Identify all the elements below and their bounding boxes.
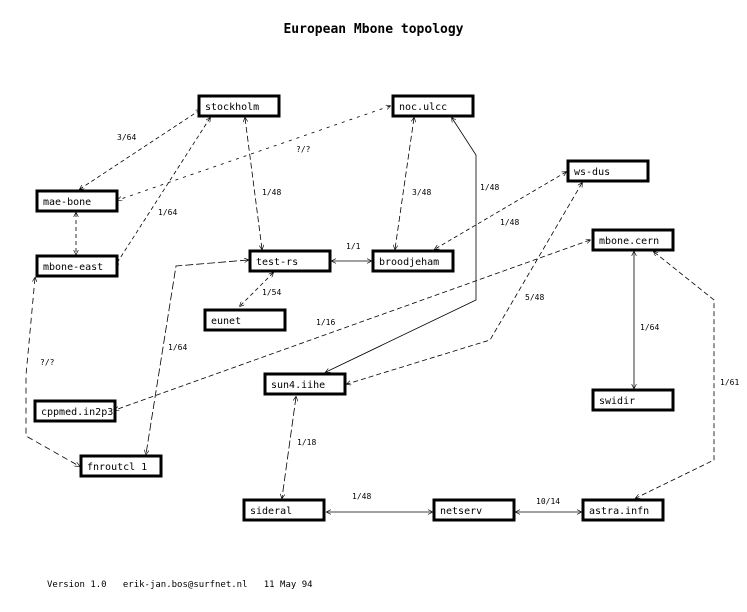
node-label: stockholm — [205, 102, 259, 113]
edge-line — [395, 118, 414, 249]
edge-cern-swidir: 1/64 — [634, 252, 659, 388]
node-box — [79, 454, 163, 478]
node-label: mbone.cern — [599, 236, 659, 247]
node-label: mae-bone — [43, 197, 91, 208]
edge-label: 1/48 — [352, 492, 371, 501]
edge-label: 1/64 — [158, 208, 177, 217]
node-eunet: eunet — [203, 308, 287, 332]
edge-line — [636, 252, 715, 498]
node-box — [263, 372, 347, 396]
edge-label: 1/1 — [346, 242, 361, 251]
node-mboneeast: mbone-east — [35, 254, 119, 278]
node-box — [591, 388, 675, 412]
edge-line — [245, 118, 262, 249]
edge-label: 5/48 — [525, 293, 544, 302]
node-box — [248, 249, 332, 273]
footer-email: erik-jan.bos@surfnet.nl — [122, 580, 248, 590]
edge-mboneeast-fnr: ?/? — [25, 278, 79, 466]
edge-cern-astra: 1/61 — [636, 252, 739, 498]
node-maebone: mae-bone — [35, 189, 119, 213]
node-testrs: test-rs — [248, 249, 332, 273]
edge-label: 1/64 — [640, 323, 659, 332]
node-noc: noc.ulcc — [391, 94, 475, 118]
edge-sideral-netserv: 1/48 — [327, 492, 432, 512]
edge-label: 1/54 — [262, 288, 281, 297]
edge-label: 1/16 — [316, 318, 335, 327]
edge-label: 1/48 — [500, 218, 519, 227]
edge-line — [25, 278, 79, 466]
edge-label: 1/18 — [297, 438, 316, 447]
edge-label: ?/? — [296, 145, 311, 154]
edge-label: 1/64 — [168, 343, 187, 352]
node-label: test-rs — [256, 257, 298, 268]
node-label: sun4.iihe — [271, 380, 325, 391]
node-swidir: swidir — [591, 388, 675, 412]
edge-label: 3/48 — [412, 188, 431, 197]
edge-noc-broodjeham: 3/48 — [395, 118, 431, 249]
node-label: netserv — [440, 506, 482, 517]
node-box — [35, 189, 119, 213]
node-label: sideral — [250, 506, 292, 517]
node-box — [432, 498, 516, 522]
edge-line — [240, 273, 273, 306]
node-wsdus: ws-dus — [566, 159, 650, 183]
edge-noc-maebone: ?/? — [118, 106, 390, 200]
node-label: noc.ulcc — [399, 102, 447, 113]
footer-version: Version 1.0 — [47, 580, 107, 590]
node-sun4: sun4.iihe — [263, 372, 347, 396]
node-netserv: netserv — [432, 498, 516, 522]
edge-netserv-astra: 10/14 — [516, 497, 581, 512]
node-label: eunet — [211, 316, 241, 327]
node-box — [242, 498, 326, 522]
node-box — [33, 399, 117, 423]
diagram-title: European Mbone topology — [283, 22, 464, 37]
edge-wsdus-broodjeham: 1/48 — [435, 172, 566, 249]
node-label: fnroutcl 1 — [87, 462, 147, 473]
node-box — [581, 498, 665, 522]
edge-stockholm-testrs: 1/48 — [245, 118, 281, 249]
node-label: broodjeham — [379, 257, 439, 268]
edge-label: 3/64 — [117, 133, 136, 142]
node-label: astra.infn — [589, 506, 649, 517]
edge-label: 1/48 — [262, 188, 281, 197]
node-box — [591, 228, 675, 252]
edge-line — [146, 260, 248, 454]
node-label: swidir — [599, 396, 635, 407]
edge-label: 1/48 — [480, 183, 499, 192]
edge-line — [435, 172, 566, 249]
node-sideral: sideral — [242, 498, 326, 522]
node-fnr: fnroutcl 1 — [79, 454, 163, 478]
edge-stockholm-maebone: 3/64 — [80, 110, 200, 189]
node-broodjeham: broodjeham — [371, 249, 455, 273]
node-box — [35, 254, 119, 278]
edge-line — [282, 397, 296, 498]
node-box — [203, 308, 287, 332]
node-stockholm: stockholm — [197, 94, 281, 118]
edge-testrs-eunet: 1/54 — [240, 273, 281, 306]
footer-date: 11 May 94 — [263, 580, 313, 590]
node-box — [371, 249, 455, 273]
edge-testrs-fnr: 1/64 — [146, 260, 248, 454]
node-label: mbone-east — [43, 262, 103, 273]
node-cppmed: cppmed.in2p3 — [33, 399, 117, 423]
node-cern: mbone.cern — [591, 228, 675, 252]
edge-label: 10/14 — [536, 497, 560, 506]
edge-line — [80, 110, 200, 189]
node-label: ws-dus — [574, 167, 610, 178]
edge-wsdus-sun4: 5/48 — [347, 183, 582, 384]
node-box — [566, 159, 650, 183]
edge-sun4-sideral: 1/18 — [282, 397, 316, 498]
node-astra: astra.infn — [581, 498, 665, 522]
edge-label: ?/? — [40, 358, 55, 367]
node-box — [391, 94, 475, 118]
footer: Version 1.0 erik-jan.bos@surfnet.nl 11 M… — [47, 580, 313, 590]
edge-testrs-broodjeham: 1/1 — [332, 242, 371, 261]
edge-line — [347, 183, 582, 384]
edge-label: 1/61 — [720, 378, 739, 387]
node-label: cppmed.in2p3 — [41, 407, 113, 418]
node-box — [197, 94, 281, 118]
